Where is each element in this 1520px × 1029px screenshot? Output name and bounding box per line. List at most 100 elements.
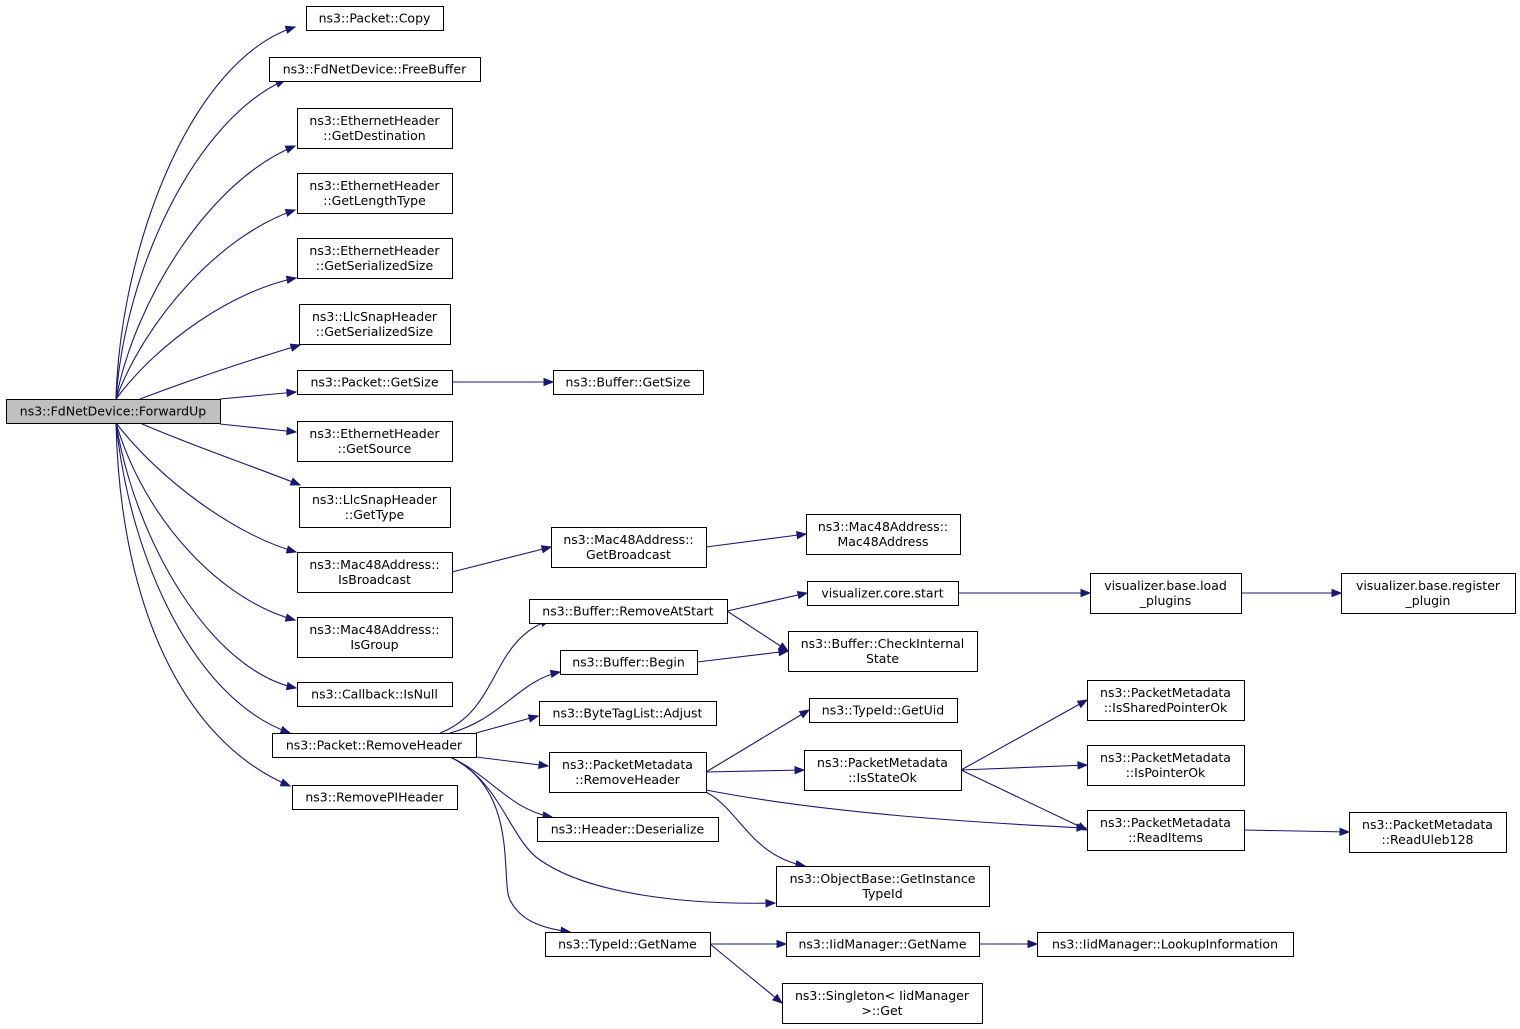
node-label-line: Mac48Address bbox=[837, 534, 928, 549]
node-label-line: ns3::Buffer::Begin bbox=[572, 655, 685, 670]
node-box[interactable] bbox=[545, 932, 711, 957]
node-label-line: ns3::ObjectBase::GetInstance bbox=[790, 871, 976, 886]
node-box[interactable] bbox=[1087, 810, 1245, 851]
node-label-line: ns3::EthernetHeader bbox=[309, 113, 440, 128]
call-edge-line bbox=[705, 709, 810, 773]
function-node-pm-ispointerok[interactable]: ns3::PacketMetadata::IsPointerOk bbox=[1087, 745, 1245, 786]
node-box[interactable] bbox=[297, 421, 453, 462]
function-node-mac-isbcast[interactable]: ns3::Mac48Address::IsBroadcast bbox=[297, 552, 453, 593]
function-node-mac-ctor[interactable]: ns3::Mac48Address::Mac48Address bbox=[806, 514, 961, 555]
function-node-llc-gettype[interactable]: ns3::LlcSnapHeader::GetType bbox=[299, 487, 451, 528]
node-box[interactable] bbox=[1349, 812, 1507, 853]
node-box[interactable] bbox=[1087, 680, 1245, 721]
function-node-eth-getser[interactable]: ns3::EthernetHeader::GetSerializedSize bbox=[297, 238, 453, 279]
function-node-mac-isgroup[interactable]: ns3::Mac48Address::IsGroup bbox=[297, 617, 453, 658]
function-node-hdr-deserialize[interactable]: ns3::Header::Deserialize bbox=[537, 817, 719, 842]
call-edge-forwardup-to-cb_isnull bbox=[115, 422, 298, 691]
function-node-buf-begin[interactable]: ns3::Buffer::Begin bbox=[560, 650, 698, 675]
node-box[interactable] bbox=[529, 599, 728, 624]
call-edge-buf_removeatstart-to-buf_checkinternal bbox=[726, 610, 790, 652]
function-node-mac-getbcast[interactable]: ns3::Mac48Address::GetBroadcast bbox=[551, 527, 707, 568]
function-node-freebuffer[interactable]: ns3::FdNetDevice::FreeBuffer bbox=[269, 57, 481, 82]
node-box[interactable] bbox=[804, 750, 962, 791]
function-node-eth-getdest[interactable]: ns3::EthernetHeader::GetDestination bbox=[297, 108, 453, 149]
function-node-pm-readitems[interactable]: ns3::PacketMetadata::ReadItems bbox=[1087, 810, 1245, 851]
function-node-llc-getser[interactable]: ns3::LlcSnapHeader::GetSerializedSize bbox=[299, 304, 451, 345]
function-node-pm-issharedok[interactable]: ns3::PacketMetadata::IsSharedPointerOk bbox=[1087, 680, 1245, 721]
node-box[interactable] bbox=[297, 552, 453, 593]
function-node-pm-removeheader[interactable]: ns3::PacketMetadata::RemoveHeader bbox=[549, 752, 707, 793]
node-box[interactable] bbox=[1087, 745, 1245, 786]
call-edge-forwardup-to-eth_getsrc bbox=[219, 423, 298, 436]
node-box[interactable] bbox=[560, 650, 698, 675]
function-node-buf-getsize[interactable]: ns3::Buffer::GetSize bbox=[553, 370, 704, 395]
node-box[interactable] bbox=[537, 817, 719, 842]
function-node-pkt-getsize[interactable]: ns3::Packet::GetSize bbox=[297, 370, 453, 395]
node-box[interactable] bbox=[539, 701, 717, 726]
node-box[interactable] bbox=[809, 698, 958, 723]
node-box[interactable] bbox=[306, 6, 444, 31]
node-box[interactable] bbox=[549, 752, 707, 793]
call-edge-line bbox=[705, 769, 805, 773]
function-node-buf-removeatstart[interactable]: ns3::Buffer::RemoveAtStart bbox=[529, 599, 728, 624]
node-box[interactable] bbox=[553, 370, 704, 395]
function-node-eth-getlen[interactable]: ns3::EthernetHeader::GetLengthType bbox=[297, 173, 453, 214]
function-node-typeid-getuid[interactable]: ns3::TypeId::GetUid bbox=[809, 698, 958, 723]
node-box[interactable] bbox=[776, 866, 990, 907]
call-edge-line bbox=[475, 756, 549, 767]
function-node-singleton-get[interactable]: ns3::Singleton< IidManager>::Get bbox=[782, 983, 983, 1024]
arrow-head-icon bbox=[1339, 827, 1351, 837]
node-box[interactable] bbox=[1341, 573, 1516, 614]
node-box[interactable] bbox=[1037, 932, 1294, 957]
call-edge-line bbox=[960, 764, 1088, 771]
node-box[interactable] bbox=[6, 399, 221, 424]
node-box[interactable] bbox=[551, 527, 707, 568]
function-node-pm-isstateok[interactable]: ns3::PacketMetadata::IsStateOk bbox=[804, 750, 962, 791]
function-node-iid-getname[interactable]: ns3::IidManager::GetName bbox=[786, 932, 980, 957]
function-node-pkt-removeheader[interactable]: ns3::Packet::RemoveHeader bbox=[272, 733, 477, 758]
node-box[interactable] bbox=[788, 631, 978, 672]
function-node-iid-lookup[interactable]: ns3::IidManager::LookupInformation bbox=[1037, 932, 1294, 957]
function-node-pm-readuleb[interactable]: ns3::PacketMetadata::ReadUleb128 bbox=[1349, 812, 1507, 853]
node-box[interactable] bbox=[292, 785, 458, 810]
node-box[interactable] bbox=[299, 304, 451, 345]
node-box[interactable] bbox=[297, 108, 453, 149]
call-edge-forwardup-to-eth_getdest bbox=[115, 145, 297, 400]
function-node-typeid-getname[interactable]: ns3::TypeId::GetName bbox=[545, 932, 711, 957]
function-node-btl-adjust[interactable]: ns3::ByteTagList::Adjust bbox=[539, 701, 717, 726]
node-box[interactable] bbox=[269, 57, 481, 82]
node-label-line: ::IsStateOk bbox=[848, 770, 918, 785]
node-box[interactable] bbox=[297, 370, 453, 395]
function-node-forwardup[interactable]: ns3::FdNetDevice::ForwardUp bbox=[6, 399, 221, 424]
arrow-head-icon bbox=[285, 681, 298, 691]
node-label-line: ns3::PacketMetadata bbox=[562, 757, 693, 772]
node-box[interactable] bbox=[297, 173, 453, 214]
node-box[interactable] bbox=[299, 487, 451, 528]
arrow-head-icon bbox=[285, 545, 298, 554]
node-box[interactable] bbox=[297, 238, 453, 279]
node-box[interactable] bbox=[806, 514, 961, 555]
function-node-cb-isnull[interactable]: ns3::Callback::IsNull bbox=[297, 682, 453, 707]
function-node-copy[interactable]: ns3::Packet::Copy bbox=[306, 6, 444, 31]
function-node-vis-register[interactable]: visualizer.base.register_plugin bbox=[1341, 573, 1516, 614]
call-edge-forwardup-to-freebuffer bbox=[115, 79, 287, 400]
node-box[interactable] bbox=[297, 617, 453, 658]
call-edge-line bbox=[115, 277, 297, 400]
function-node-vis-core-start[interactable]: visualizer.core.start bbox=[807, 581, 959, 606]
function-node-eth-getsrc[interactable]: ns3::EthernetHeader::GetSource bbox=[297, 421, 453, 462]
node-box[interactable] bbox=[807, 581, 959, 606]
node-box[interactable] bbox=[272, 733, 477, 758]
function-node-vis-load[interactable]: visualizer.base.load_plugins bbox=[1090, 573, 1242, 614]
node-box[interactable] bbox=[786, 932, 980, 957]
function-node-removepi[interactable]: ns3::RemovePIHeader bbox=[292, 785, 458, 810]
call-edge-pm_removeheader-to-pm_readitems bbox=[705, 789, 1088, 832]
arrow-head-icon bbox=[286, 388, 298, 398]
node-label-line: TypeId bbox=[861, 886, 902, 901]
node-box[interactable] bbox=[1090, 573, 1242, 614]
node-box[interactable] bbox=[782, 983, 983, 1024]
node-box[interactable] bbox=[297, 682, 453, 707]
node-label-line: ::IsSharedPointerOk bbox=[1104, 700, 1228, 715]
